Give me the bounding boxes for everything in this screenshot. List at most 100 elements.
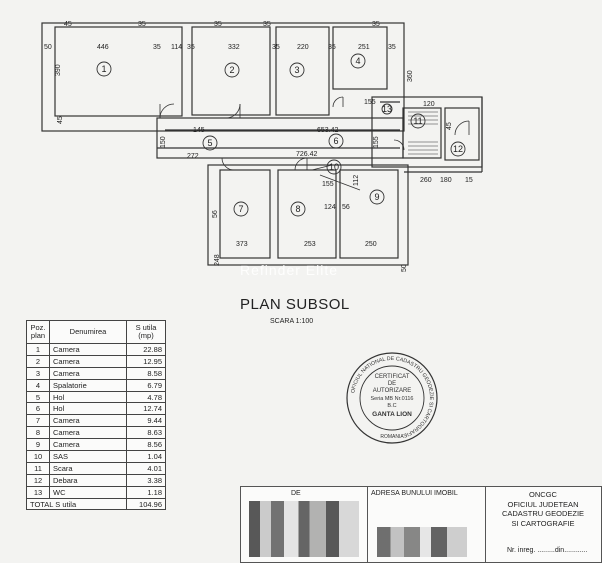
legend-header-area: S utila (mp)	[126, 320, 166, 344]
plan-scale: SCARA 1:100	[270, 318, 314, 325]
legend-cell-name: Camera	[49, 426, 127, 440]
stamp-line4: Seria MB Nr.0116	[370, 396, 413, 402]
legend-cell-area: 3.38	[126, 473, 166, 487]
legend-cell-name: Hol	[49, 402, 127, 416]
room-circle-11	[410, 113, 426, 129]
office-text: ONCGC OFICIUL JUDETEAN CADASTRU GEODEZIE…	[485, 490, 601, 528]
dimension-label: 390	[55, 64, 62, 76]
stamp-line6: GANTA LION	[372, 411, 412, 418]
office-line2: OFICIUL JUDETEAN	[507, 499, 579, 509]
dimension-label: 726.42	[296, 151, 318, 158]
legend-cell-poz: 11	[26, 461, 50, 475]
office-line4: SI CARTOGRAFIE	[511, 518, 575, 528]
dimension-label: 56	[342, 204, 350, 211]
stamp-line3: AUTORIZARE	[373, 388, 412, 394]
room-number-3: 3	[294, 65, 299, 75]
hall-6-outline	[156, 117, 404, 159]
legend-cell-poz: 12	[26, 473, 50, 487]
dimension-label: 112	[353, 175, 360, 186]
room-number-2: 2	[229, 65, 234, 75]
redacted-owner	[249, 501, 359, 557]
legend-cell-name: Camera	[49, 414, 127, 428]
dimension-label: 50	[401, 264, 408, 272]
room-1-outline	[54, 26, 183, 117]
room-number-10: 10	[329, 162, 339, 172]
room-circle-5	[202, 135, 218, 151]
dimension-label: 56	[212, 210, 219, 218]
room-11-outline	[402, 107, 442, 159]
legend-cell-area: 4.01	[126, 461, 166, 475]
stamp-line2: DE	[388, 381, 396, 387]
room-3-outline	[275, 26, 330, 116]
dimension-label: 35	[187, 44, 195, 51]
legend-cell-area: 8.56	[126, 438, 166, 452]
dimension-label: 251	[358, 44, 370, 51]
legend-cell-poz: 6	[26, 402, 50, 416]
room-9-outline	[339, 169, 399, 259]
legend-cell-name: Camera	[49, 366, 127, 380]
legend-cell-area: 9.44	[126, 414, 166, 428]
title-block-office-col: ONCGC OFICIUL JUDETEAN CADASTRU GEODEZIE…	[485, 487, 601, 562]
address-col-header: ADRESA BUNULUI IMOBIL	[371, 490, 458, 497]
room-circle-7	[233, 201, 249, 217]
dimension-label: 180	[440, 177, 452, 184]
room-number-1: 1	[101, 64, 106, 74]
legend-cell-poz: 7	[26, 414, 50, 428]
legend-cell-name: Debara	[49, 473, 127, 487]
dimension-label: 45	[446, 122, 453, 130]
legend-cell-area: 12.95	[126, 354, 166, 368]
dimension-label: 35	[138, 21, 146, 28]
legend-total-row: TOTAL S utila 104.96	[26, 497, 166, 511]
title-block: DE ADRESA BUNULUI IMOBIL ONCGC OFICIUL J…	[240, 486, 602, 563]
dimension-label: 332	[228, 44, 240, 51]
dimension-label: 124	[324, 204, 336, 211]
legend-cell-poz: 2	[26, 354, 50, 368]
room-number-9: 9	[374, 192, 379, 202]
room-number-13: 13	[382, 104, 392, 114]
room-circle-6	[328, 133, 344, 149]
legend-cell-poz: 5	[26, 390, 50, 404]
title-block-address-col: ADRESA BUNULUI IMOBIL	[367, 487, 486, 562]
legend-cell-poz: 9	[26, 438, 50, 452]
room-number-8: 8	[295, 204, 300, 214]
legend-cell-area: 1.04	[126, 450, 166, 463]
watermark-text: Refinder Elite	[240, 262, 339, 278]
room-circle-3	[289, 62, 305, 78]
dimension-label: 50	[44, 44, 52, 51]
dimension-label: 35	[214, 21, 222, 28]
legend-cell-name: SAS	[49, 450, 127, 463]
dimension-label: 35	[263, 21, 271, 28]
dimension-label: 653.42	[317, 127, 339, 134]
dimension-label: 45	[64, 21, 72, 28]
dimension-label: 248	[214, 254, 221, 266]
legend-cell-area: 8.58	[126, 366, 166, 380]
dimension-label: 35	[372, 21, 380, 28]
room-number-12: 12	[453, 144, 463, 154]
room-circle-8	[290, 201, 306, 217]
dimension-label: 15	[465, 177, 473, 184]
room-number-7: 7	[238, 204, 243, 214]
legend-header-row: Poz. plan Denumirea S utila (mp)	[26, 320, 166, 344]
stamp-line5: B.C	[387, 403, 396, 409]
dimension-label: 155	[364, 99, 376, 106]
room-4-outline	[332, 26, 388, 90]
legend-cell-area: 4.78	[126, 390, 166, 404]
legend-cell-poz: 10	[26, 450, 50, 463]
dimension-label: 114	[171, 44, 182, 51]
legend-cell-area: 22.88	[126, 343, 166, 356]
room-circle-10	[326, 159, 342, 175]
legend-header-name: Denumirea	[49, 320, 127, 344]
dimension-label: 373	[236, 241, 248, 248]
office-line3: CADASTRU GEODEZIE	[501, 509, 585, 518]
plan-title: PLAN SUBSOL	[240, 296, 350, 313]
